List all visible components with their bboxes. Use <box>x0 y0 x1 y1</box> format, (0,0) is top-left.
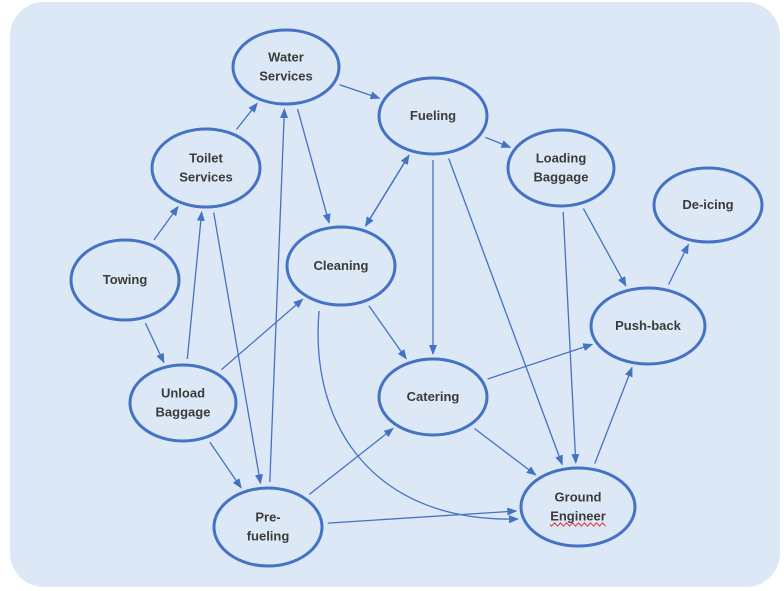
node-catering-label: Catering <box>407 389 460 404</box>
node-towing-shape <box>69 238 181 322</box>
edge-toilet-to-prefuel <box>213 212 263 485</box>
node-pushback-label: Push-back <box>615 318 682 333</box>
edge-towing-to-unload <box>144 322 165 364</box>
node-prefuel-label: Pre- <box>255 510 280 525</box>
edge-unload-to-toilet <box>186 210 205 360</box>
edge-cleaning-to-fueling <box>365 154 410 226</box>
edge-loading-to-pushback <box>582 208 627 287</box>
node-ground-label: Engineer <box>550 509 606 524</box>
nodes-layer: WaterServicesFuelingToiletServicesLoadin… <box>69 28 764 568</box>
node-cleaning: Cleaning <box>285 225 397 307</box>
edge-water-to-cleaning <box>296 108 331 224</box>
node-deicing: De-icing <box>652 166 764 244</box>
node-fueling: Fueling <box>377 76 489 156</box>
node-toilet-label: Services <box>179 170 233 185</box>
node-toilet-shape <box>150 127 262 209</box>
node-catering-shape <box>377 357 489 437</box>
node-loading-shape <box>506 128 616 208</box>
node-loading-label: Loading <box>536 151 587 166</box>
node-prefuel: Pre-fueling <box>212 486 324 568</box>
edges-layer <box>144 84 689 524</box>
node-prefuel-label: fueling <box>247 529 290 544</box>
node-catering: Catering <box>377 357 489 437</box>
node-unload-label: Baggage <box>156 405 211 420</box>
edge-toilet-to-water <box>235 102 258 130</box>
node-prefuel-shape <box>212 486 324 568</box>
edge-towing-to-toilet <box>153 205 179 241</box>
edge-water-to-fueling <box>339 84 381 100</box>
node-fueling-shape <box>377 76 489 156</box>
edge-fueling-to-ground <box>448 158 563 466</box>
node-ground-shape <box>519 466 637 548</box>
node-water-label: Services <box>259 69 313 84</box>
edge-pushback-to-deicing <box>668 243 689 285</box>
edge-prefuel-to-water <box>269 108 289 483</box>
edge-loading-to-ground <box>562 211 580 464</box>
edge-catering-to-ground <box>474 427 537 476</box>
edge-fueling-to-loading <box>485 136 512 149</box>
node-loading-label: Baggage <box>534 170 589 185</box>
node-cleaning-label: Cleaning <box>314 258 369 273</box>
node-unload-label: Unload <box>161 386 205 401</box>
edge-cleaning-to-ground <box>317 310 519 524</box>
node-towing: Towing <box>69 238 181 322</box>
node-towing-label: Towing <box>103 272 148 287</box>
node-toilet-label: Toilet <box>189 151 223 166</box>
node-pushback-shape <box>589 286 707 366</box>
node-unload-shape <box>128 363 238 443</box>
edge-prefuel-to-ground <box>327 507 518 524</box>
edge-cleaning-to-catering <box>368 305 407 360</box>
edge-unload-to-prefuel <box>209 441 242 489</box>
spellcheck-underline <box>549 522 606 527</box>
node-deicing-label: De-icing <box>682 197 733 212</box>
edge-catering-to-pushback <box>487 343 594 380</box>
edge-ground-to-pushback <box>594 366 633 464</box>
node-cleaning-shape <box>285 225 397 307</box>
node-pushback: Push-back <box>589 286 707 366</box>
node-water-label: Water <box>268 50 304 65</box>
node-fueling-label: Fueling <box>410 108 456 123</box>
edge-prefuel-to-catering <box>308 427 394 496</box>
node-ground-label: Ground <box>555 490 602 505</box>
edge-unload-to-cleaning <box>220 298 304 371</box>
node-water-shape <box>231 28 341 106</box>
node-deicing-shape <box>652 166 764 244</box>
